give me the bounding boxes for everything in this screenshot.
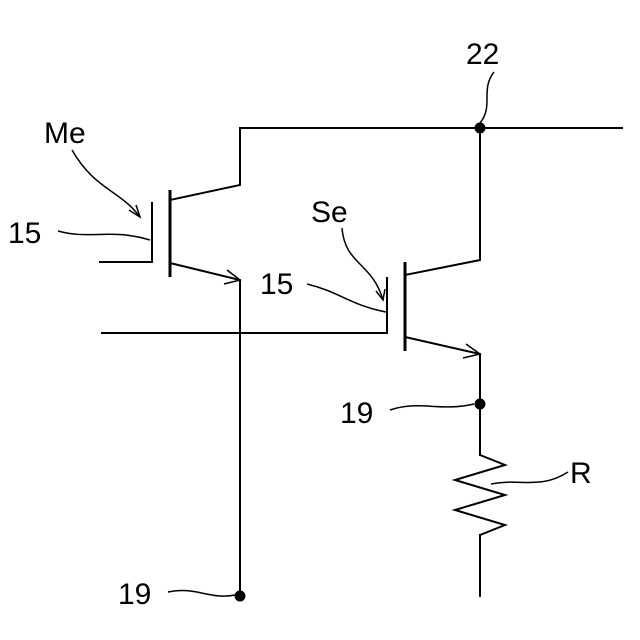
leader-15-main [58, 231, 150, 240]
me-gate-plate [100, 203, 152, 262]
junction-node-19-sub [475, 399, 486, 410]
me-collector-wire [170, 128, 240, 200]
leader-r [491, 472, 568, 484]
junction-node-19-main [235, 591, 246, 602]
leader-19-sub [390, 404, 474, 410]
label-gate-15-sub: 15 [260, 268, 293, 301]
resistor-r [455, 404, 505, 596]
se-emitter-wire [405, 337, 480, 404]
leader-me [72, 150, 140, 217]
leader-se [342, 228, 383, 300]
me-emitter-wire [170, 263, 240, 596]
se-collector-wire [405, 128, 480, 275]
label-node-19-main: 19 [118, 578, 151, 611]
label-node-19-sub: 19 [340, 397, 373, 430]
label-transistor-se: Se [311, 196, 348, 229]
junction-node-22 [475, 123, 486, 134]
label-transistor-me: Me [44, 117, 86, 150]
label-gate-15-main: 15 [8, 217, 41, 250]
label-resistor-r: R [570, 457, 592, 490]
leader-22 [480, 72, 494, 123]
resistor-zigzag [455, 455, 505, 535]
label-node-22: 22 [466, 38, 499, 71]
leader-19-main [168, 590, 235, 596]
leader-15-sub [307, 284, 386, 312]
transistor-se [387, 128, 480, 404]
